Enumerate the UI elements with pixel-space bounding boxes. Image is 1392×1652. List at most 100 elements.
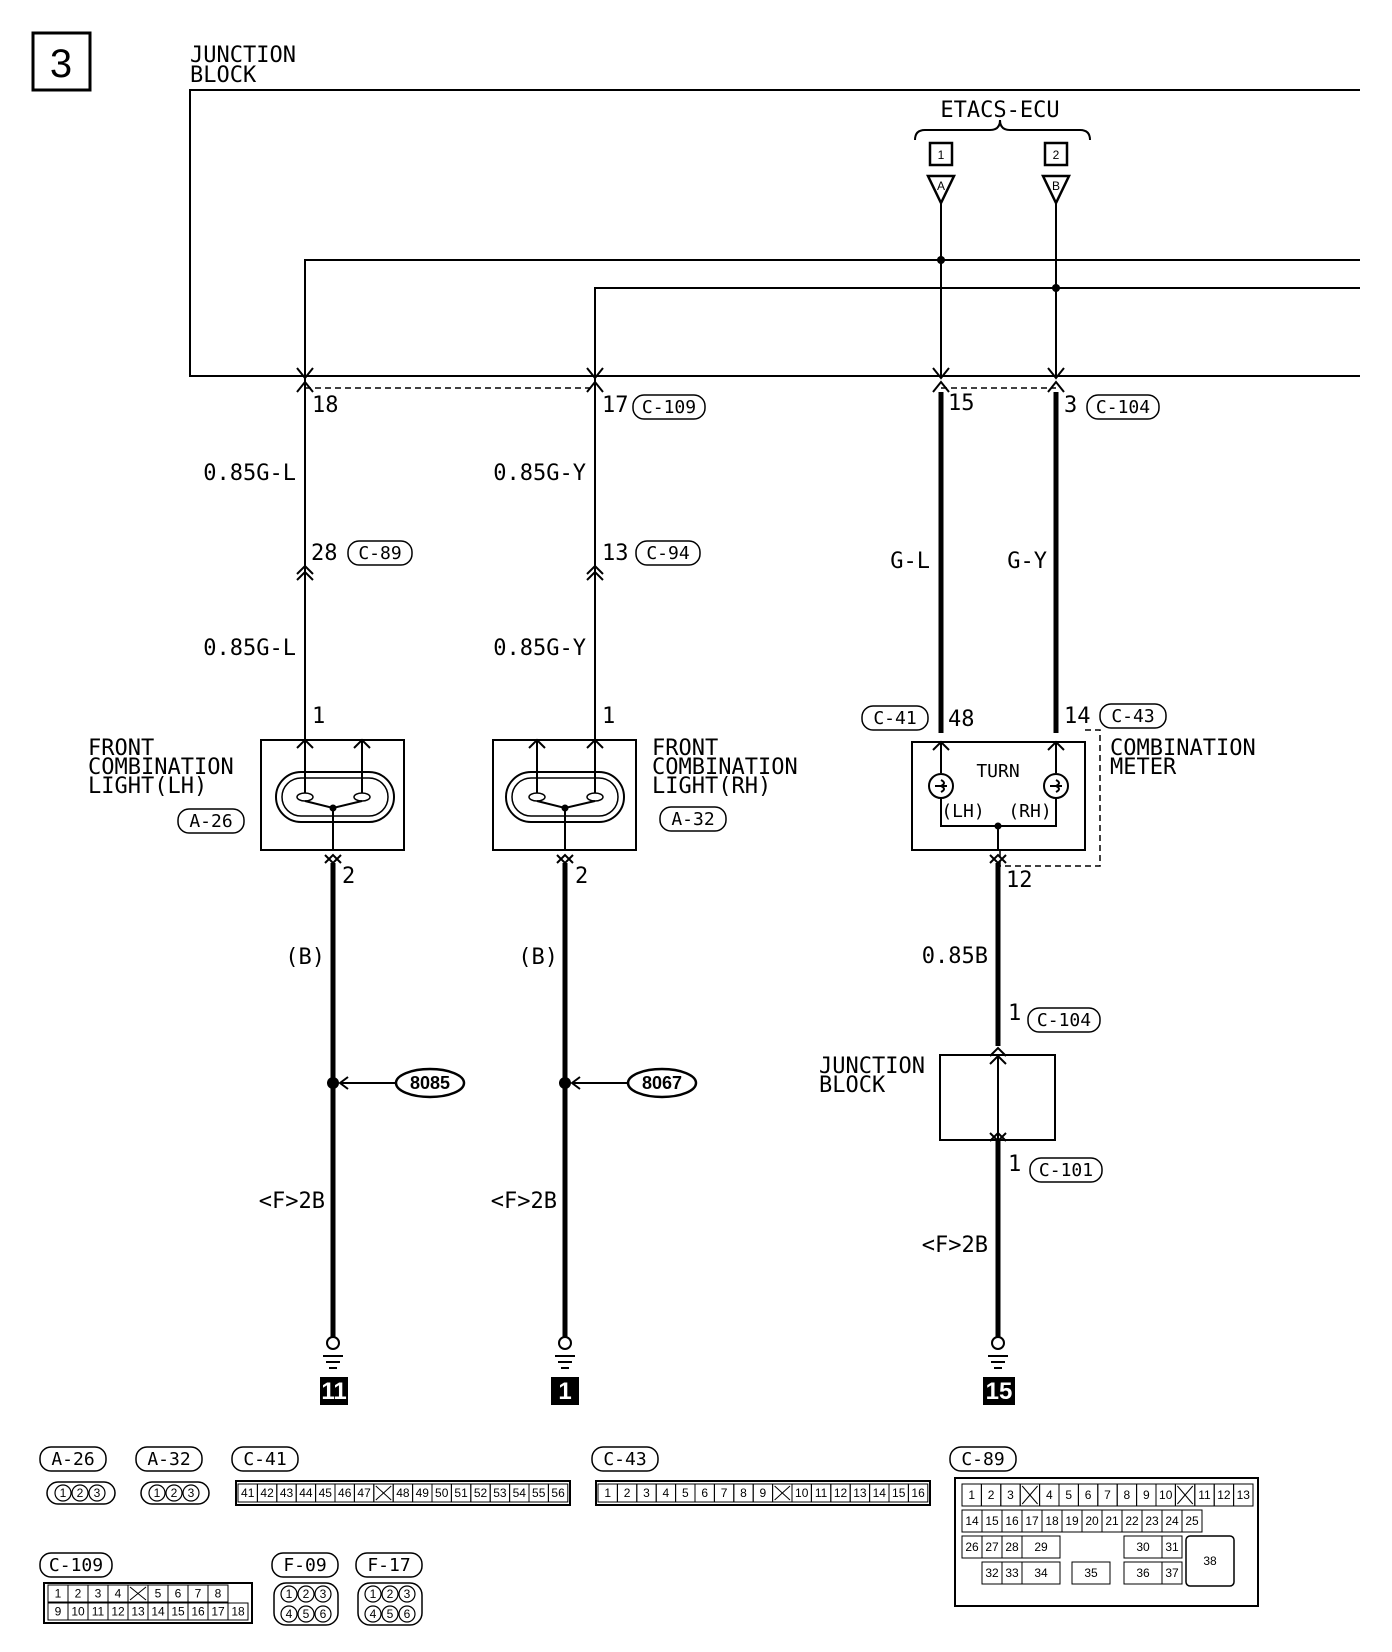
meter-lh-label: (LH) <box>941 801 984 822</box>
junction-dot <box>937 256 945 264</box>
ecu-connector-b-triangle: B <box>1041 174 1071 206</box>
connector-pin-number: 56 <box>551 1486 565 1500</box>
connector-pin-cell <box>547 1483 569 1503</box>
meter-wire-color-left: G-L <box>890 549 930 574</box>
connector-pin-number: 3 <box>95 1587 102 1601</box>
connector-pin-cell <box>381 1605 399 1623</box>
connector-pin-number: 7 <box>721 1486 728 1500</box>
connector-pin-number: 11 <box>815 1486 828 1500</box>
connector-pin-number: 15 <box>171 1605 185 1619</box>
svg-text:8085: 8085 <box>410 1073 450 1093</box>
pin-arrow <box>556 853 574 865</box>
connector-pin-number: 52 <box>474 1486 488 1500</box>
jb-in-pin: 1 <box>1008 1001 1021 1026</box>
ecu-terminal-2: 2 <box>1043 141 1069 167</box>
connector-pin-number: 1 <box>604 1486 611 1500</box>
connector-pin-number: 16 <box>1005 1514 1019 1528</box>
lh-ground-wire-label: (B) <box>285 945 325 970</box>
connector-pin-number: 34 <box>1034 1566 1048 1580</box>
meter-pin-right: 14 <box>1064 704 1091 729</box>
connector-pin-number: 51 <box>454 1486 468 1500</box>
connector-pin-cell <box>1161 1535 1183 1559</box>
connector-pin-number: 4 <box>663 1486 670 1500</box>
connector-pin-number: 11 <box>1198 1488 1211 1502</box>
splice-arrowhead <box>570 1076 581 1090</box>
connector-c109-label: C-109 <box>49 1555 103 1576</box>
meter-wire-color-right: G-Y <box>1007 549 1047 574</box>
connector-pin-cell <box>297 1585 315 1603</box>
connector-pin-blank <box>1177 1485 1194 1505</box>
lh-pin-mid: 28 <box>311 541 338 566</box>
lh-pin-top: 18 <box>312 393 339 418</box>
ground-symbol <box>988 1336 1008 1369</box>
rh-wire-color-lower: 0.85G-Y <box>493 636 586 661</box>
ground-point-15: 15 <box>983 1377 1015 1405</box>
connector-pin-number: 27 <box>985 1540 999 1554</box>
connector-pin-number: 16 <box>911 1486 925 1500</box>
connector-pin-number: 12 <box>111 1605 125 1619</box>
connector-pin-number: 2 <box>988 1488 995 1502</box>
connector-pin-number: 8 <box>740 1486 747 1500</box>
junction-block-top-outline <box>189 89 1360 377</box>
splice-8067-tag: 8067 <box>626 1067 698 1099</box>
connector-pin-number: 6 <box>404 1607 411 1621</box>
connector-pin-cell <box>280 1605 298 1623</box>
connector-pin-number: 21 <box>1105 1514 1119 1528</box>
connector-pin-number: 2 <box>387 1587 394 1601</box>
connector-pin-number: 37 <box>1165 1566 1179 1580</box>
light-rh-label-3: LIGHT(RH) <box>652 774 771 799</box>
connector-pin-cell <box>364 1585 382 1603</box>
svg-text:2: 2 <box>1053 148 1060 162</box>
meter-top-connector-tag: C-104 <box>1086 394 1160 420</box>
pin-arrow <box>324 853 342 865</box>
light-rh-label-2: COMBINATION <box>652 755 798 780</box>
svg-text:C-94: C-94 <box>646 543 689 564</box>
connector-pin-number: 3 <box>643 1486 650 1500</box>
connector-pin-cell <box>1233 1483 1254 1507</box>
svg-text:1: 1 <box>154 1486 161 1500</box>
svg-text:C-43: C-43 <box>1111 706 1154 727</box>
lh-pin-light: 1 <box>312 704 325 729</box>
splice-arrowhead <box>338 1076 349 1090</box>
pin-arrow <box>989 853 1007 865</box>
connector-pin-number: 1 <box>968 1488 975 1502</box>
connector-pin-number: 5 <box>303 1607 310 1621</box>
connector-pin-cell <box>1185 1535 1235 1587</box>
light-rh-label-1: FRONT <box>652 736 718 761</box>
svg-text:8067: 8067 <box>642 1073 682 1093</box>
connector-pin-number: 32 <box>985 1566 999 1580</box>
connector-pin-number: 10 <box>71 1605 85 1619</box>
junction-block-bottom-label-1: JUNCTION <box>819 1054 925 1079</box>
svg-text:C-109: C-109 <box>642 397 696 418</box>
connector-pin-number: 29 <box>1034 1540 1048 1554</box>
junction-dot <box>1052 284 1060 292</box>
connector-pin-number: 3 <box>404 1587 411 1601</box>
connector-pin-cell <box>1161 1561 1183 1585</box>
connector-pin-blank <box>375 1485 392 1501</box>
connector-f09-label: F-09 <box>283 1555 326 1576</box>
inline-connector-arrow <box>586 564 604 581</box>
connector-c89-label: C-89 <box>961 1449 1004 1470</box>
ecu-terminal-1: 1 <box>928 141 954 167</box>
connector-pin-number: 15 <box>892 1486 906 1500</box>
connector-pin-number: 24 <box>1165 1514 1179 1528</box>
connector-pin-number: 26 <box>965 1540 979 1554</box>
connector-pin-number: 45 <box>319 1486 333 1500</box>
connector-pin-number: 7 <box>1104 1488 1111 1502</box>
inline-connector-arrow <box>296 564 314 581</box>
connector-c43-label: C-43 <box>603 1449 646 1470</box>
connector-pin-number: 14 <box>873 1486 887 1500</box>
ground-point-11: 11 <box>320 1377 348 1405</box>
front-combination-light-lh <box>260 738 405 851</box>
connector-pin-number: 31 <box>1165 1540 1179 1554</box>
connector-pin-cell <box>227 1602 249 1621</box>
connector-pin-number: 6 <box>320 1607 327 1621</box>
connector-pin-number: 25 <box>1185 1514 1199 1528</box>
connector-pin-number: 10 <box>1159 1488 1173 1502</box>
connector-pin-number: 3 <box>320 1587 327 1601</box>
connector-pin-number: 14 <box>965 1514 979 1528</box>
connector-pin-number: 13 <box>853 1486 867 1500</box>
